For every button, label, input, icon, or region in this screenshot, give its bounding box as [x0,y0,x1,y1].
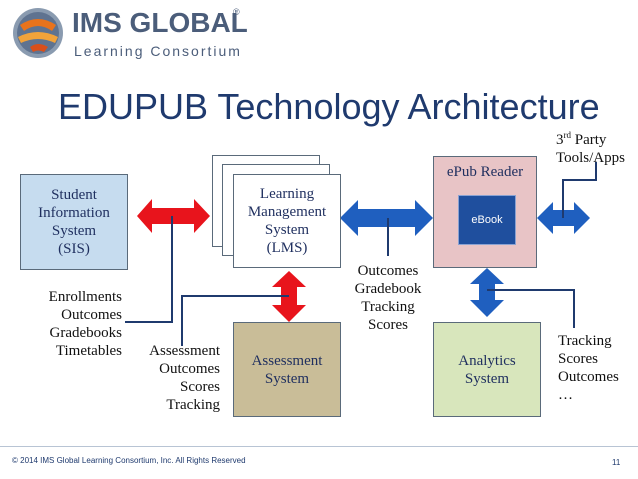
thirdparty-connector [562,162,597,218]
lms-line-1: Learning [259,186,315,202]
reader-analytics-connector [487,289,575,328]
sis-lms-flows: Enrollments Outcomes Gradebooks Timetabl… [34,288,122,360]
flow-analytics-more: … [558,387,573,403]
analytics-box: Analytics System [433,322,541,417]
lms-line-4: (LMS) [266,240,308,256]
third-party-line-2: Tools/Apps [556,150,625,166]
flow-gradebooks: Gradebooks [49,325,122,341]
flow-assessment: Assessment [149,343,220,359]
flow-reader-scores: Scores [368,317,408,333]
flow-assessment-outcomes: Outcomes [159,361,220,377]
logo-registered-mark: ® [233,7,240,17]
analytics-line-1: Analytics [458,352,516,369]
flow-analytics-tracking: Tracking [558,333,612,349]
lms-reader-flows: Outcomes Gradebook Tracking Scores [344,262,432,334]
flow-analytics-scores: Scores [558,351,598,367]
logo-tagline: Learning Consortium [74,43,242,59]
ebook-label: eBook [471,214,503,226]
flow-enrollments: Enrollments [48,289,122,305]
assessment-line-2: System [264,370,310,387]
sis-line-4: (SIS) [58,241,90,257]
third-party-label: 3rd Party Tools/Apps [556,126,625,167]
third-party-number: 3 [556,132,564,148]
sis-line-3: System [51,223,97,239]
ims-logo: IMS GLOBAL ® Learning Consortium [8,5,248,61]
assessment-box: Assessment System [233,322,341,417]
epub-reader-label: ePub Reader [446,164,524,180]
lms-reader-arrow [340,200,433,236]
sis-line-1: Student [51,187,97,203]
page-title: EDUPUB Technology Architecture [58,86,600,127]
sis-lms-connector [125,216,173,323]
flow-reader-tracking: Tracking [361,299,415,315]
lms-box: Learning Management System (LMS) [233,174,341,268]
flow-outcomes: Outcomes [61,307,122,323]
flow-reader-gradebook: Gradebook [354,281,422,297]
footer-divider [0,446,638,447]
lms-line-2: Management [247,204,327,220]
flow-reader-outcomes: Outcomes [357,263,419,279]
assessment-flows: Assessment Outcomes Scores Tracking [140,342,220,414]
epub-reader-box: ePub Reader [433,156,537,268]
assessment-line-1: Assessment [251,352,323,369]
sis-lms-arrow [137,199,210,233]
logo-name: IMS GLOBAL [72,7,248,38]
flow-timetables: Timetables [55,343,122,359]
flow-assessment-tracking: Tracking [166,397,220,413]
lms-assessment-connector [181,295,289,346]
third-party-suffix: rd [563,130,572,140]
globe-icon [13,8,63,58]
ebook-box: eBook [458,195,516,245]
copyright-footer: © 2014 IMS Global Learning Consortium, I… [12,456,246,465]
analytics-flows: Tracking Scores Outcomes … [558,332,619,404]
reader-analytics-arrow [470,268,504,317]
flow-assessment-scores: Scores [180,379,220,395]
flow-analytics-outcomes: Outcomes [558,369,619,385]
analytics-line-2: System [464,370,510,387]
sis-box: Student Information System (SIS) [20,174,128,270]
page-number: 11 [612,458,621,467]
third-party-word: Party [571,132,607,148]
sis-line-2: Information [38,205,110,221]
lms-line-3: System [264,222,310,238]
